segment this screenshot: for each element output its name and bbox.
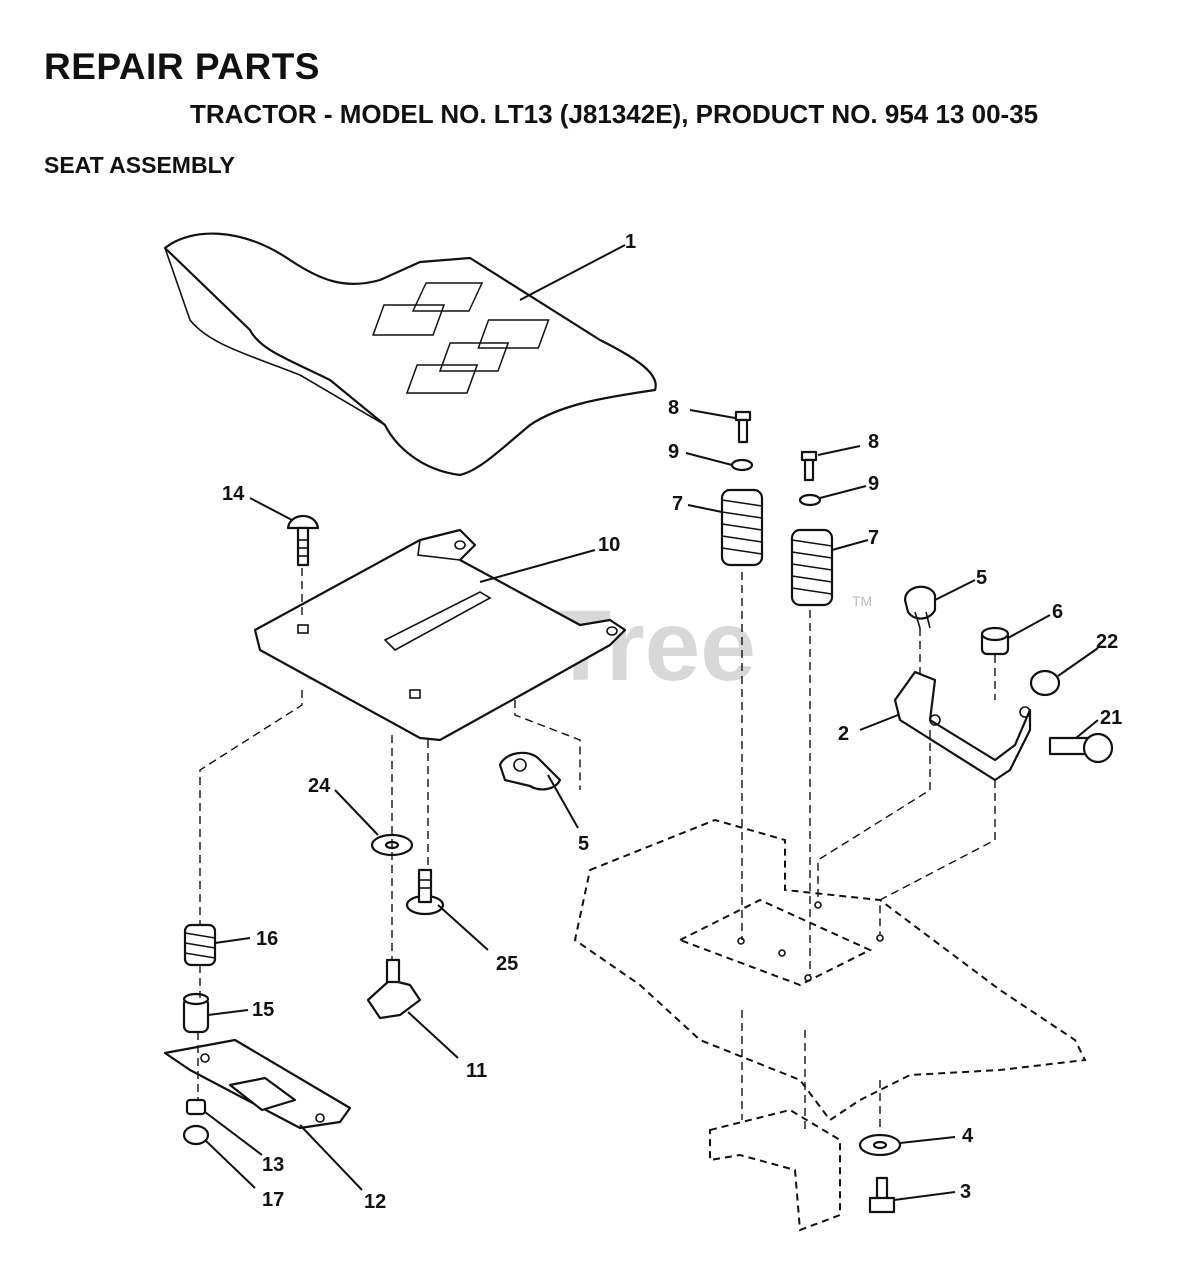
nut-13	[185, 1098, 207, 1116]
callout-17: 17	[262, 1189, 284, 1211]
callout-8-left: 8	[668, 397, 679, 419]
spring-7-left	[720, 488, 764, 567]
model-subtitle: TRACTOR - MODEL NO. LT13 (J81342E), PROD…	[190, 99, 1039, 129]
callout-4: 4	[962, 1125, 974, 1147]
frame-outline	[573, 818, 1087, 1232]
callout-24: 24	[308, 775, 331, 797]
callout-14: 14	[222, 483, 245, 505]
section-heading: SEAT ASSEMBLY	[44, 152, 235, 178]
seat-pan	[253, 528, 627, 742]
callout-3: 3	[960, 1181, 971, 1203]
callout-25: 25	[496, 953, 518, 975]
callout-21: 21	[1100, 707, 1122, 729]
washer-4	[858, 1133, 902, 1157]
washer-9-right	[798, 493, 822, 507]
nut-22	[1029, 669, 1061, 697]
carriage-bolt	[286, 514, 320, 567]
pivot-plate	[163, 1038, 352, 1130]
leader-lines	[204, 244, 1099, 1201]
bolt-8-right	[800, 450, 818, 482]
callout-7-left: 7	[672, 493, 683, 515]
flange-nut-17	[182, 1124, 210, 1146]
callout-6: 6	[1052, 601, 1063, 623]
callout-9-left: 9	[668, 441, 679, 463]
callout-11: 11	[466, 1060, 487, 1082]
watermark-tm: TM	[852, 593, 872, 609]
page-title: REPAIR PARTS	[44, 46, 320, 87]
nut-6	[980, 626, 1010, 656]
callout-5-right: 5	[976, 567, 987, 589]
clip-right	[903, 585, 937, 629]
callout-7-right: 7	[868, 527, 879, 549]
callout-12: 12	[364, 1191, 386, 1213]
callout-9-right: 9	[868, 473, 879, 495]
callout-13: 13	[262, 1154, 284, 1176]
bolt-3	[868, 1176, 896, 1214]
spring-16	[183, 923, 217, 967]
seat	[163, 232, 657, 477]
callout-10: 10	[598, 534, 620, 556]
callout-15: 15	[252, 999, 274, 1021]
washer-9-left	[730, 458, 754, 472]
knob	[366, 958, 422, 1020]
callout-labels: 1 2 3 4 5 5 6 7 7 8 8 9 9 10 11 12 13 14…	[222, 231, 1122, 1213]
seat-bracket	[893, 670, 1032, 782]
assembly-lines	[197, 568, 996, 1132]
callout-8-right: 8	[868, 431, 879, 453]
callout-1: 1	[625, 231, 636, 253]
spacer-15	[182, 992, 210, 1034]
spring-7-right	[790, 528, 834, 607]
bolt-8-left	[734, 410, 752, 444]
callout-2: 2	[838, 723, 849, 745]
callout-5-left: 5	[578, 833, 589, 855]
clip-left	[498, 751, 562, 791]
callout-22: 22	[1096, 631, 1118, 653]
callout-16: 16	[256, 928, 278, 950]
shoulder-bolt-21	[1048, 732, 1114, 764]
shoulder-bolt	[405, 868, 445, 916]
